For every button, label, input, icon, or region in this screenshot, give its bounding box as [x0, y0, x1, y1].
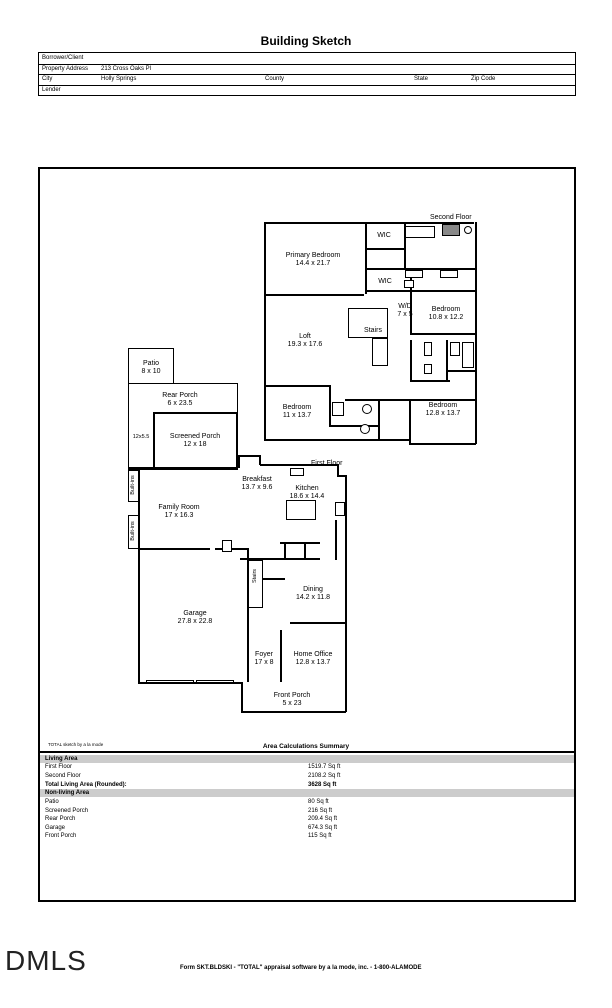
property-header-table: Borrower/Client Property Address 213 Cro…	[38, 52, 576, 96]
living-label: Second Floor	[45, 772, 81, 779]
built-ins-1-label: Built-ins	[130, 475, 136, 495]
nonliving-row: Patio 80 Sq ft	[45, 798, 445, 806]
nonliving-value: 209.4 Sq ft	[308, 816, 338, 822]
living-row: Second Floor 2108.2 Sq ft	[45, 772, 445, 780]
second-floor-label: Second Floor	[430, 214, 472, 221]
stairs1-label: Stairs	[252, 568, 258, 584]
sketch-note: TOTAL sketch by a la mode	[48, 742, 104, 747]
nonliving-row: Rear Porch 209.4 Sq ft	[45, 815, 445, 823]
nonliving-value: 216 Sq ft	[308, 807, 333, 814]
page-title: Building Sketch	[260, 34, 352, 48]
living-row: First Floor 1519.7 Sq ft	[45, 763, 445, 771]
city-label: City	[42, 76, 53, 82]
total-living-row: Total Living Area (Rounded): 3628 Sq ft	[45, 781, 445, 789]
nonliving-area-heading: Non-living Area	[40, 789, 574, 797]
total-living-label: Total Living Area (Rounded):	[45, 782, 127, 788]
wic2-label: WIC	[378, 278, 392, 285]
city-value: Holly Springs	[101, 76, 137, 82]
side-porch-label: 12x5.5	[132, 434, 150, 440]
summary-divider	[38, 751, 576, 753]
sketch-frame	[38, 167, 576, 902]
rear-porch-outline	[128, 383, 238, 468]
property-value: 213 Cross Oaks Pl	[101, 65, 152, 72]
nonliving-value: 80 Sq ft	[308, 799, 329, 805]
lender-label: Lender	[42, 86, 61, 93]
nonliving-label: Garage	[45, 824, 66, 831]
nonliving-label: Front Porch	[45, 833, 77, 839]
property-row: Property Address 213 Cross Oaks Pl	[39, 64, 575, 75]
stairs2-label: Stairs	[364, 327, 382, 334]
borrower-label: Borrower/Client	[42, 55, 84, 61]
wic1-label: WIC	[377, 232, 391, 239]
county-label: County	[265, 76, 285, 82]
first-floor-label: First Floor	[311, 460, 343, 468]
nonliving-value: 115 Sq ft	[308, 833, 332, 839]
area-summary-title: Area Calculations Summary	[262, 743, 350, 750]
total-living-value: 3628 Sq ft	[308, 782, 337, 788]
dmls-logo: DMLS	[5, 945, 87, 976]
footer-text: Form SKT.BLDSKI - "TOTAL" appraisal soft…	[180, 965, 422, 971]
nonliving-label: Screened Porch	[45, 807, 89, 814]
living-area-heading: Living Area	[40, 755, 574, 763]
built-ins-2-label: Built-ins	[130, 521, 136, 541]
zip-label: Zip Code	[471, 76, 496, 82]
state-label: State	[414, 76, 429, 82]
lender-row: Lender	[39, 85, 575, 96]
nonliving-label: Rear Porch	[45, 816, 76, 822]
living-value: 1519.7 Sq ft	[308, 764, 341, 770]
nonliving-row: Screened Porch 216 Sq ft	[45, 807, 445, 815]
property-label: Property Address	[42, 65, 89, 72]
nonliving-row: Front Porch 115 Sq ft	[45, 832, 445, 840]
borrower-row: Borrower/Client	[39, 53, 575, 65]
living-value: 2108.2 Sq ft	[308, 772, 341, 779]
nonliving-row: Garage 674.3 Sq ft	[45, 824, 445, 832]
nonliving-value: 674.3 Sq ft	[308, 824, 338, 831]
living-label: First Floor	[45, 764, 72, 770]
nonliving-label: Patio	[45, 799, 59, 805]
city-row: City Holly Springs County State Zip Code	[39, 74, 575, 86]
